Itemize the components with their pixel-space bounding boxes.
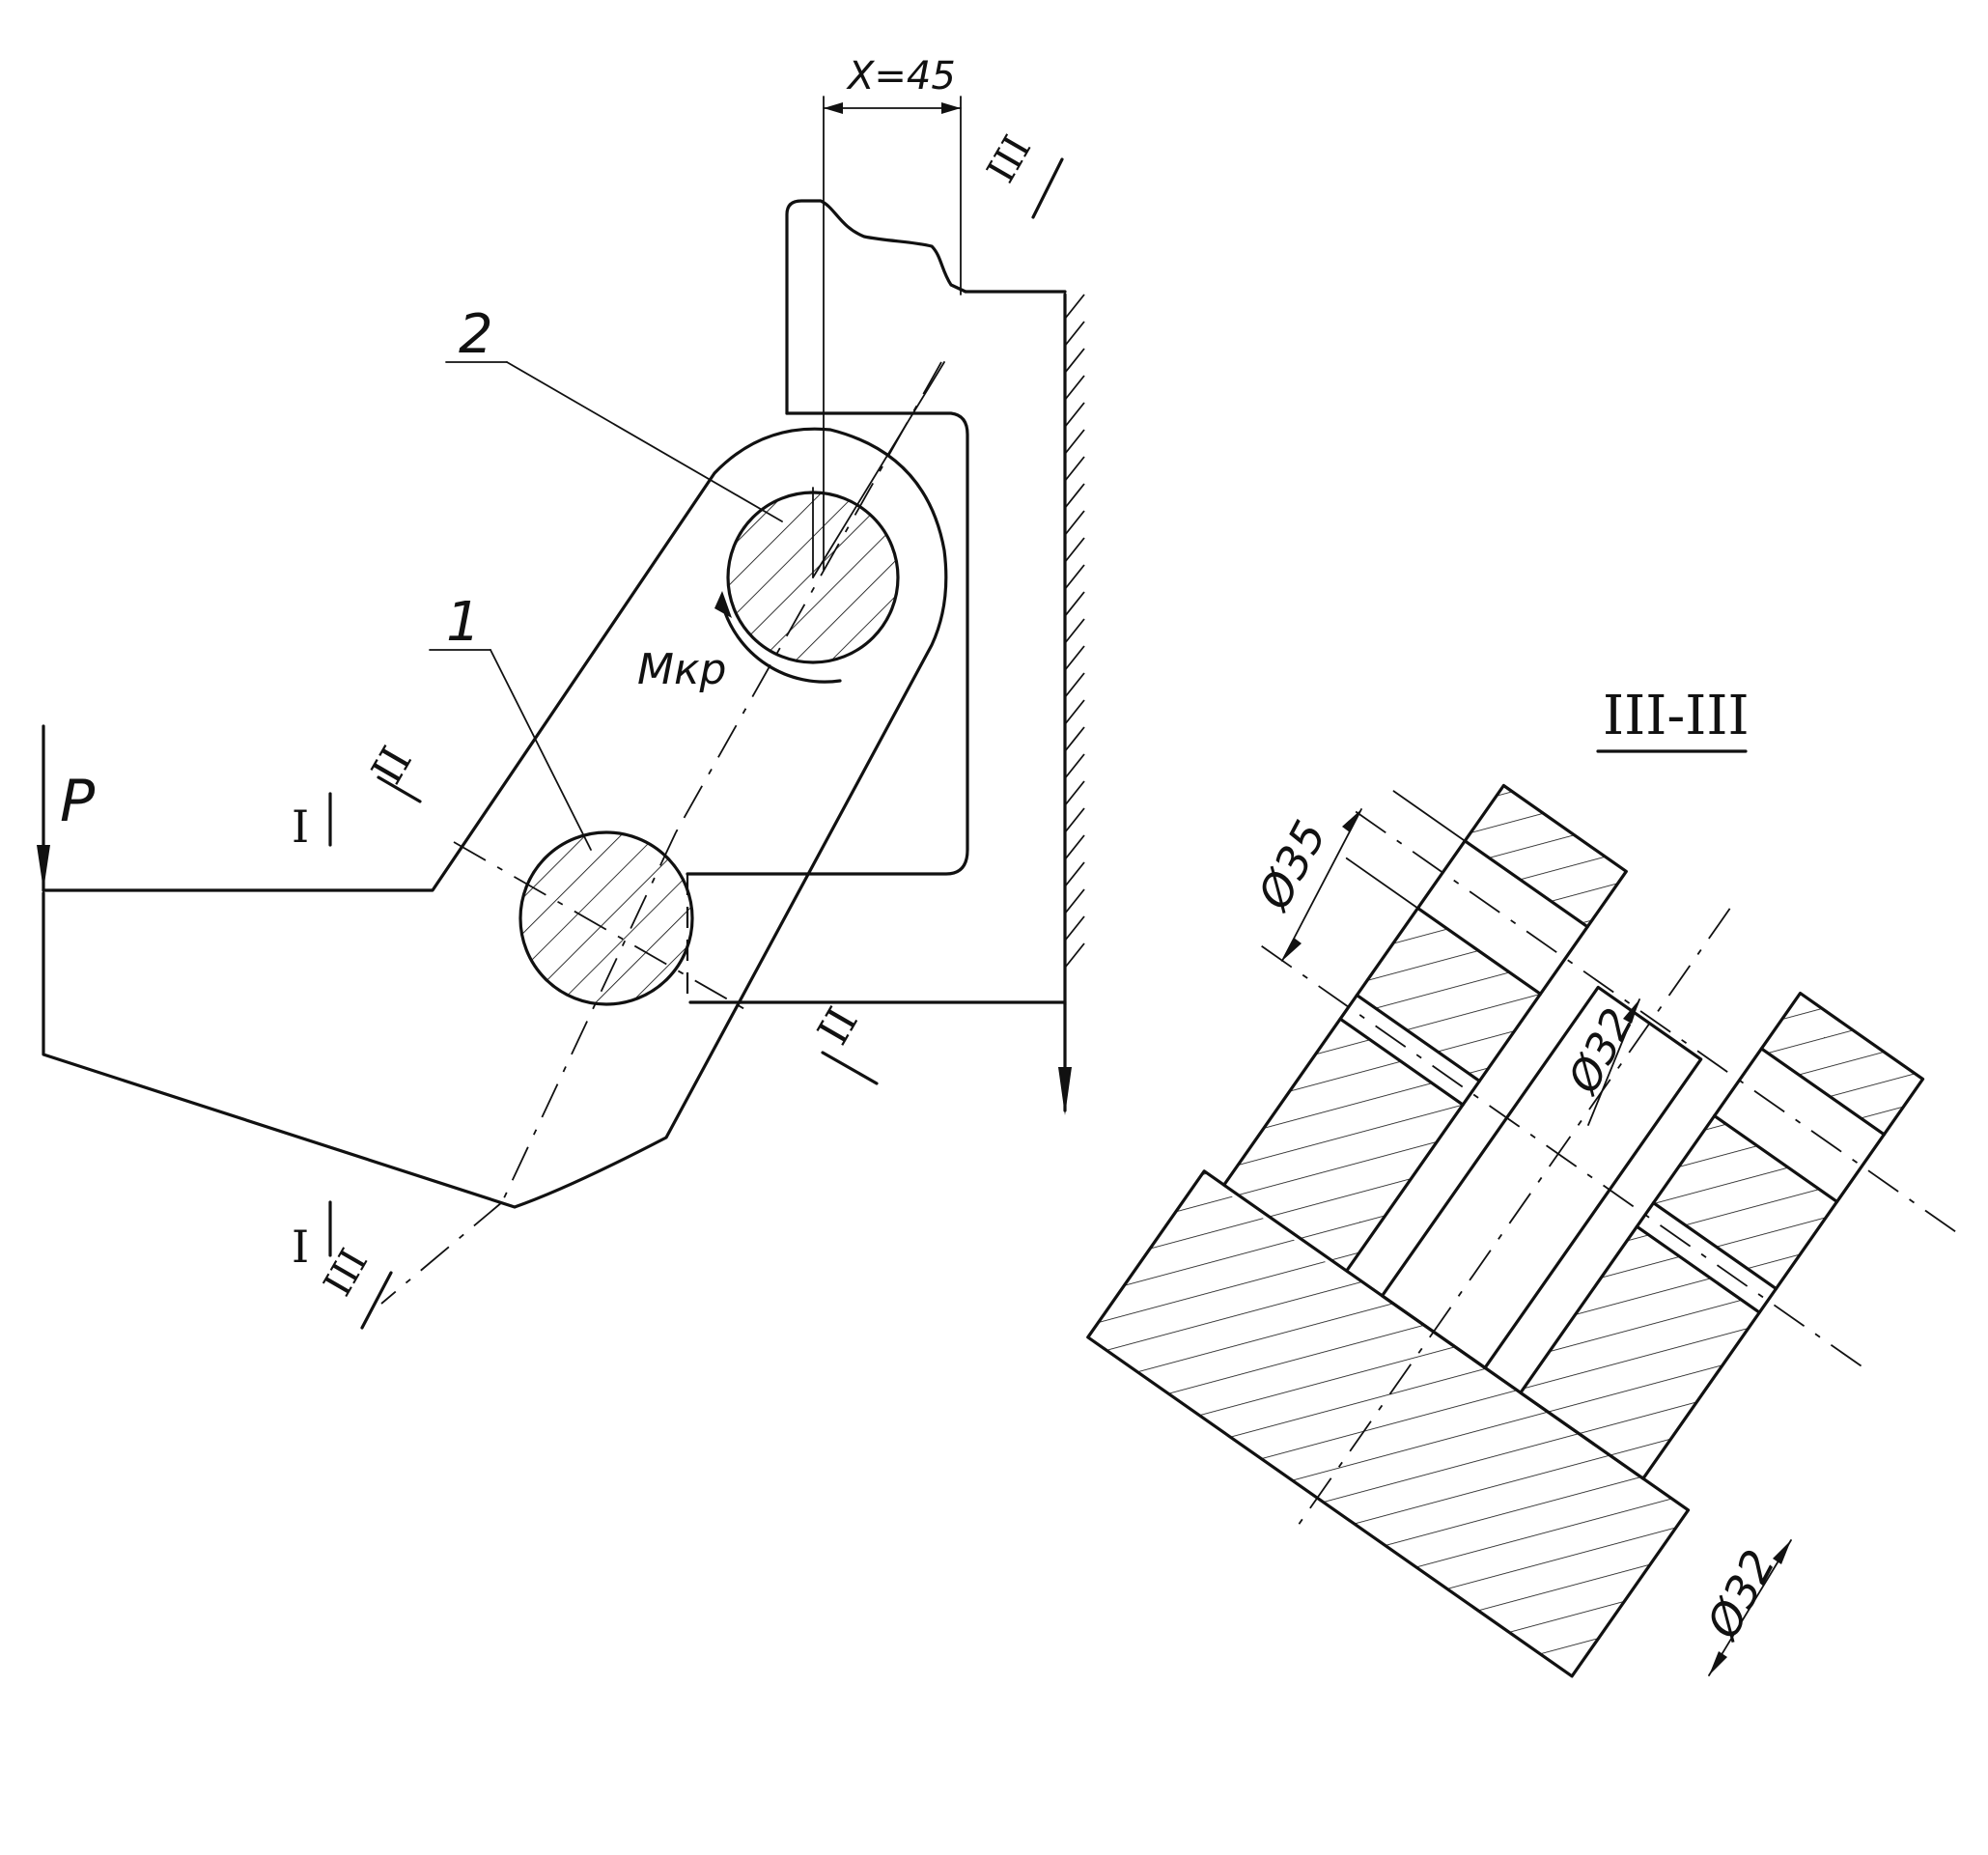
force-p: P	[37, 724, 96, 892]
dimension-d32-inner: Ø32	[1558, 998, 1643, 1126]
callout-2: 2	[445, 303, 783, 522]
lever	[42, 427, 948, 1209]
section-mark-iii-top: III	[979, 128, 1064, 219]
dimension-x-label: X=45	[846, 54, 956, 98]
section-ii-left-label: II	[362, 739, 422, 793]
pin-1	[453, 830, 754, 1015]
section-ii-right-label: II	[808, 999, 868, 1054]
dimension-d32-outer-label: Ø32	[1695, 1541, 1785, 1648]
section-i-bottom-label: I	[292, 1221, 309, 1273]
dimension-d35-label: Ø35	[1246, 812, 1336, 919]
section-mark-ii-left: II	[362, 739, 422, 803]
right-leg	[1519, 991, 1925, 1480]
main-view: X=45 P 2 1 Mкр I I	[37, 54, 1085, 1330]
callout-1-label: 1	[446, 591, 481, 654]
section-mark-iii-bottom: III	[316, 1242, 393, 1330]
moment-label: Mкр	[637, 645, 726, 694]
section-iii-top-label: III	[979, 128, 1041, 190]
section-mark-i-top: I	[292, 792, 332, 853]
dimension-x: X=45	[823, 54, 962, 571]
left-leg	[1220, 783, 1628, 1276]
force-p-label: P	[60, 768, 96, 835]
section-view: III-III	[1086, 685, 1966, 1678]
base-block	[1087, 1170, 1689, 1676]
section-mark-i-bottom: I	[292, 1200, 332, 1273]
callout-1: 1	[429, 591, 592, 851]
dimension-d35: Ø35	[1246, 808, 1362, 962]
section-i-top-label: I	[292, 801, 309, 853]
fixed-wall	[1058, 293, 1085, 1115]
section-view-title: III-III	[1603, 685, 1750, 747]
pin-2	[380, 361, 945, 1305]
dimension-d32-outer: Ø32	[1695, 1539, 1792, 1676]
section-mark-ii-right: II	[808, 999, 879, 1085]
callout-2-label: 2	[459, 303, 493, 366]
bracket-frame	[686, 199, 1067, 1004]
section-iii-bottom-label: III	[316, 1242, 378, 1304]
torque-arc	[714, 591, 842, 684]
